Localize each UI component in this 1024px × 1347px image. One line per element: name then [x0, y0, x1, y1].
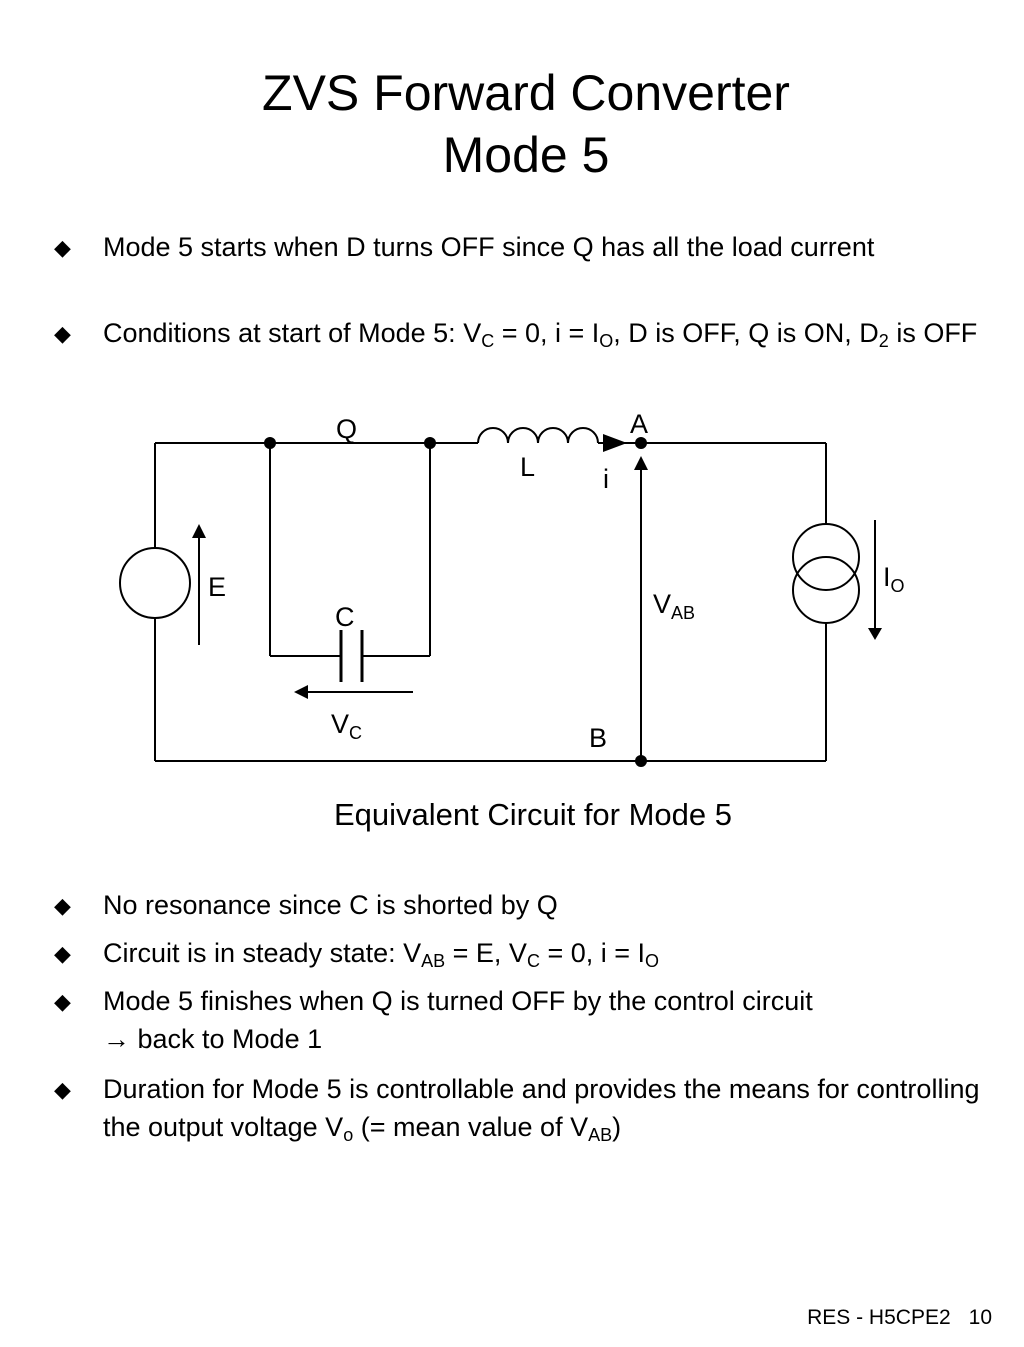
bullet-text: Circuit is in steady state: VAB = E, VC … [103, 938, 660, 971]
diamond-bullet-icon: ◆ [54, 893, 71, 918]
slide-title: ZVS Forward Converter Mode 5 [0, 62, 1024, 186]
label-vc: VC [331, 709, 362, 743]
diamond-bullet-icon: ◆ [54, 235, 71, 260]
node-q-left [264, 437, 276, 449]
page-number: 10 [968, 1306, 992, 1329]
diamond-bullet-icon: ◆ [54, 941, 71, 966]
bullet-text: Conditions at start of Mode 5: VC = 0, i… [103, 318, 978, 351]
voltage-source-E-symbol [119, 547, 191, 619]
label-a: A [630, 409, 648, 439]
inductor-L-symbol [477, 427, 599, 444]
footer-course: RES - H5CPE2 [807, 1306, 951, 1329]
vc-arrowhead-icon [294, 685, 308, 699]
diamond-bullet-icon: ◆ [54, 1077, 71, 1102]
bullet-text: Mode 5 starts when D turns OFF since Q h… [103, 232, 875, 262]
diamond-bullet-icon: ◆ [54, 989, 71, 1014]
label-q: Q [336, 414, 357, 444]
right-arrow-icon: → [103, 1024, 130, 1054]
label-e: E [208, 572, 226, 602]
bullet-text: No resonance since C is shorted by Q [103, 890, 558, 920]
e-arrowhead-icon [192, 524, 206, 538]
slide-footer: RES - H5CPE2 10 [807, 1306, 992, 1330]
title-line-2: Mode 5 [442, 127, 610, 183]
io-arrowhead-icon [868, 628, 882, 640]
node-a [635, 437, 647, 449]
bullet-text: Duration for Mode 5 is controllable and … [103, 1074, 980, 1145]
i-current-arrowhead-icon [603, 434, 627, 452]
label-c: C [335, 602, 355, 632]
label-i: i [603, 464, 609, 494]
equivalent-circuit-diagram: Q A L i E C VAB VC B IO [119, 409, 905, 767]
current-source-upper-circle [792, 523, 860, 591]
node-b [635, 755, 647, 767]
label-vab: VAB [653, 589, 695, 623]
label-b: B [589, 723, 607, 753]
bullet-text: Mode 5 finishes when Q is turned OFF by … [103, 986, 813, 1054]
label-io: IO [883, 562, 905, 596]
diamond-bullet-icon: ◆ [54, 321, 71, 346]
node-q-right [424, 437, 436, 449]
title-line-1: ZVS Forward Converter [262, 65, 790, 121]
circuit-caption: Equivalent Circuit for Mode 5 [333, 797, 733, 832]
label-l: L [520, 452, 535, 482]
vab-arrowhead-icon [634, 456, 648, 470]
